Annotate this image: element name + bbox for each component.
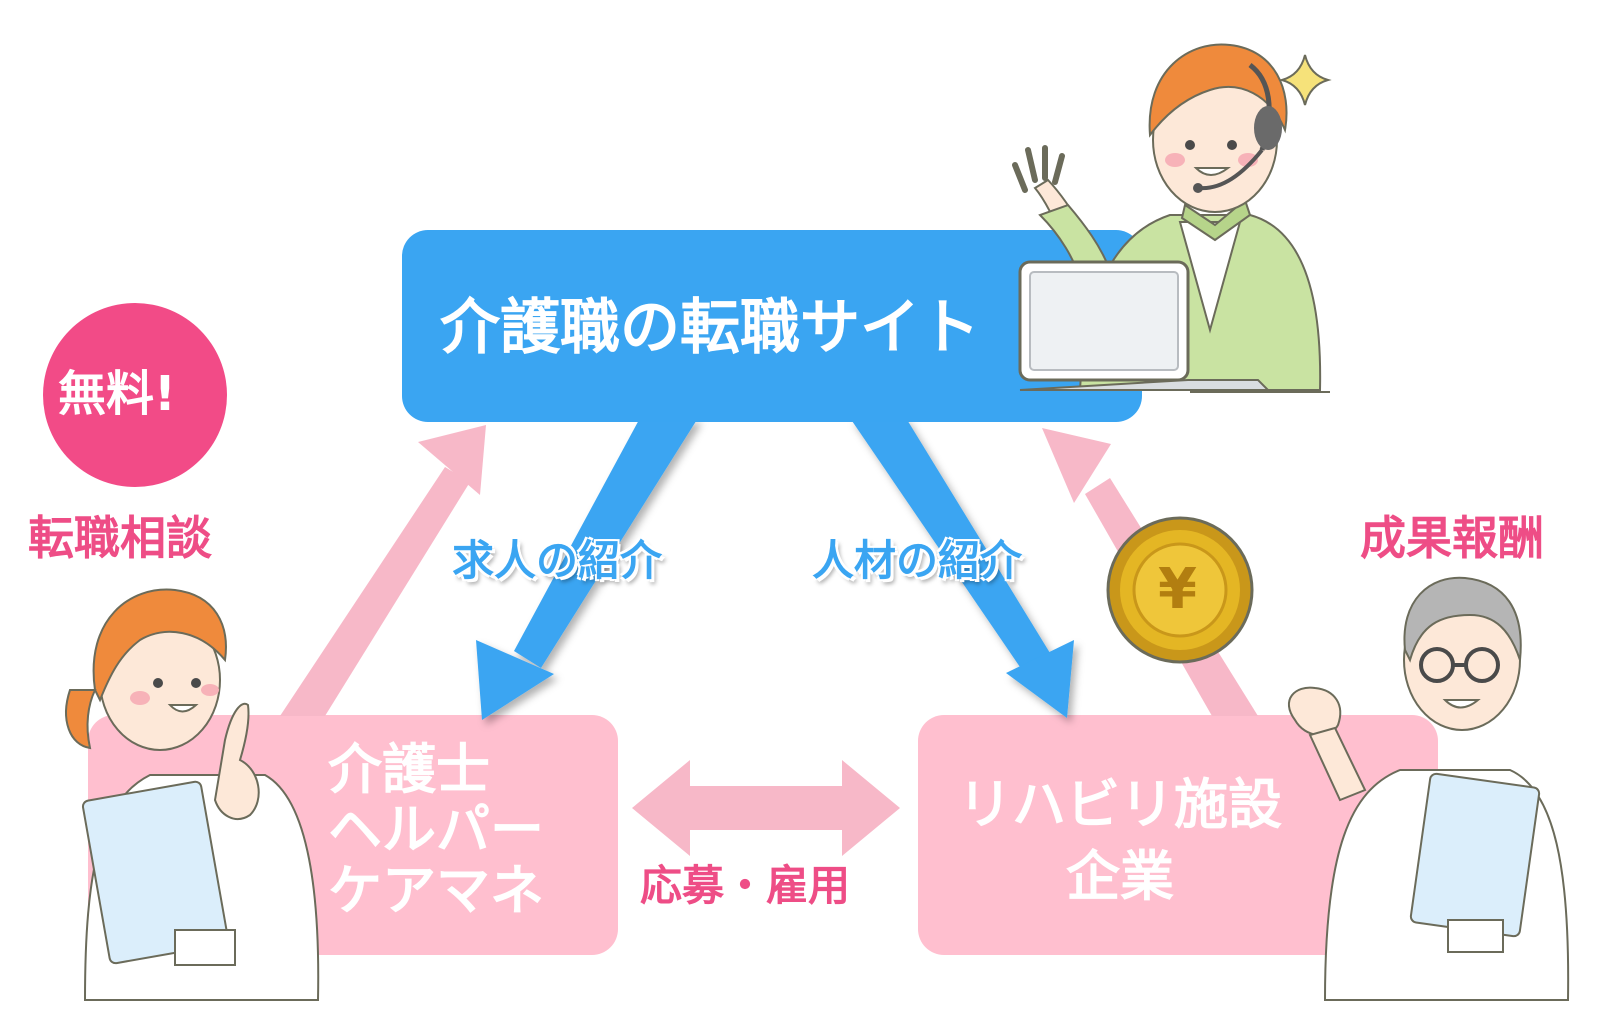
talent-intro-label: 人材の紹介 <box>812 536 1023 585</box>
worker-line-1: 介護士 <box>328 738 490 801</box>
yen-coin-icon <box>1106 516 1254 664</box>
consult-label: 転職相談 <box>28 511 212 565</box>
facility-line-1: リハビリ施設 <box>958 773 1282 836</box>
apply-hire-label: 応募・雇用 <box>640 861 851 910</box>
nurse-illustration <box>65 588 320 1001</box>
coin-symbol: ¥ <box>1158 557 1197 622</box>
site-box-title: 介護職の転職サイト <box>440 293 980 363</box>
talent-intro-arrow <box>850 418 1074 718</box>
doctor-illustration <box>1288 576 1570 1001</box>
worker-line-3: ケアマネ <box>328 858 544 922</box>
site-box <box>402 230 1142 422</box>
apply-hire-double-arrow <box>632 760 900 856</box>
job-intro-arrow <box>476 418 698 720</box>
laptop-icon <box>1018 260 1330 393</box>
consult-arrow <box>280 425 486 716</box>
worker-box-text: 介護士 ヘルパー ケアマネ <box>328 738 544 922</box>
free-badge <box>43 303 227 487</box>
sparkle-icon <box>1278 54 1332 106</box>
job-intro-label: 求人の紹介 <box>452 536 663 585</box>
free-badge-label: 無料! <box>58 366 176 422</box>
facility-line-2: 企業 <box>1066 845 1174 909</box>
fee-label: 成果報酬 <box>1360 511 1544 565</box>
worker-line-2: ヘルパー <box>328 798 544 862</box>
facility-box <box>918 715 1438 955</box>
facility-box-text: リハビリ施設 企業 <box>935 773 1305 909</box>
